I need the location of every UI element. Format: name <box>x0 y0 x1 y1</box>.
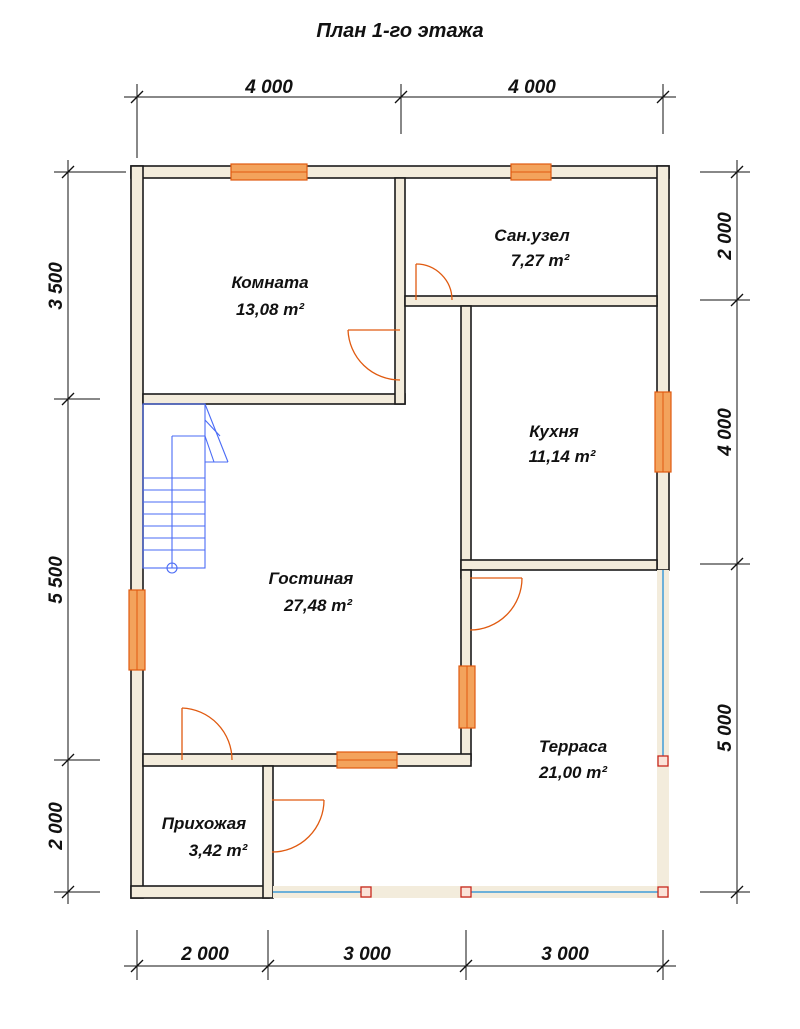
terrace-glazing <box>273 570 669 898</box>
room-labels: Комната 13,08 m² Сан.узел 7,27 m² Кухня … <box>162 226 609 860</box>
wall-bath-south <box>404 295 658 307</box>
plan-title: План 1-го этажа <box>316 20 484 42</box>
wall-north <box>130 165 670 179</box>
dim-bottom-3: 3 000 <box>541 944 589 965</box>
post-east-mid <box>657 755 669 767</box>
doors <box>181 263 523 853</box>
wall-room-east <box>394 177 406 405</box>
room-name-terrasa: Терраса <box>539 737 607 756</box>
dim-left-1: 3 500 <box>46 262 67 310</box>
openings <box>182 297 669 898</box>
opening-terrace-door <box>462 578 470 630</box>
walls <box>130 165 670 899</box>
opening-bath <box>416 297 452 305</box>
window-gostinaya-south <box>336 751 398 769</box>
room-area-gostinaya: 27,48 m² <box>283 596 353 615</box>
door-terrace <box>469 577 523 631</box>
room-area-prikhozhaya: 3,42 m² <box>189 841 249 860</box>
window-sanuzel <box>510 163 552 181</box>
wall-west <box>130 165 144 899</box>
dim-left-3: 2 000 <box>46 802 67 851</box>
room-name-prikhozhaya: Прихожая <box>162 814 246 833</box>
window-kukhnya <box>654 391 672 473</box>
window-komnata <box>230 163 308 181</box>
opening-kitchen <box>462 430 470 530</box>
wall-east-upper <box>656 165 670 571</box>
door-hall-living <box>181 707 233 761</box>
room-area-komnata: 13,08 m² <box>236 300 305 319</box>
room-name-komnata: Комната <box>231 273 308 292</box>
opening-hall-living <box>182 755 232 765</box>
dim-bottom-1: 2 000 <box>180 944 229 965</box>
door-entrance <box>271 799 325 853</box>
windows <box>128 163 672 769</box>
post-se <box>657 886 669 898</box>
door-komnata <box>347 329 401 381</box>
window-gostinaya-west <box>128 589 146 671</box>
post-sw <box>360 886 372 898</box>
room-area-terrasa: 21,00 m² <box>538 763 608 782</box>
dim-right-3: 5 000 <box>715 704 736 752</box>
dim-top-2: 4 000 <box>507 77 556 98</box>
staircase <box>142 403 229 574</box>
dim-right-1: 2 000 <box>715 212 736 261</box>
post-s-mid <box>460 886 472 898</box>
opening-hall-entry <box>264 800 272 852</box>
dim-left-2: 5 500 <box>46 556 67 604</box>
dimension-lines <box>54 84 750 980</box>
window-gostinaya-east <box>458 665 476 729</box>
room-area-kukhnya: 11,14 m² <box>529 447 597 466</box>
dim-bottom-2: 3 000 <box>343 944 391 965</box>
room-name-kukhnya: Кухня <box>529 422 579 441</box>
door-sanuzel <box>415 263 453 301</box>
wall-kitchen-south <box>460 559 658 571</box>
opening-room <box>396 328 404 380</box>
wall-room-south <box>142 393 406 405</box>
wall-south-hall <box>130 885 270 899</box>
room-area-sanuzel: 7,27 m² <box>511 251 571 270</box>
dim-right-2: 4 000 <box>715 408 736 457</box>
dim-top-1: 4 000 <box>244 77 293 98</box>
dimension-labels: 4 000 4 000 2 000 3 000 3 000 3 500 5 50… <box>46 77 736 965</box>
room-name-sanuzel: Сан.узел <box>494 226 570 245</box>
room-name-gostinaya: Гостиная <box>269 569 354 588</box>
